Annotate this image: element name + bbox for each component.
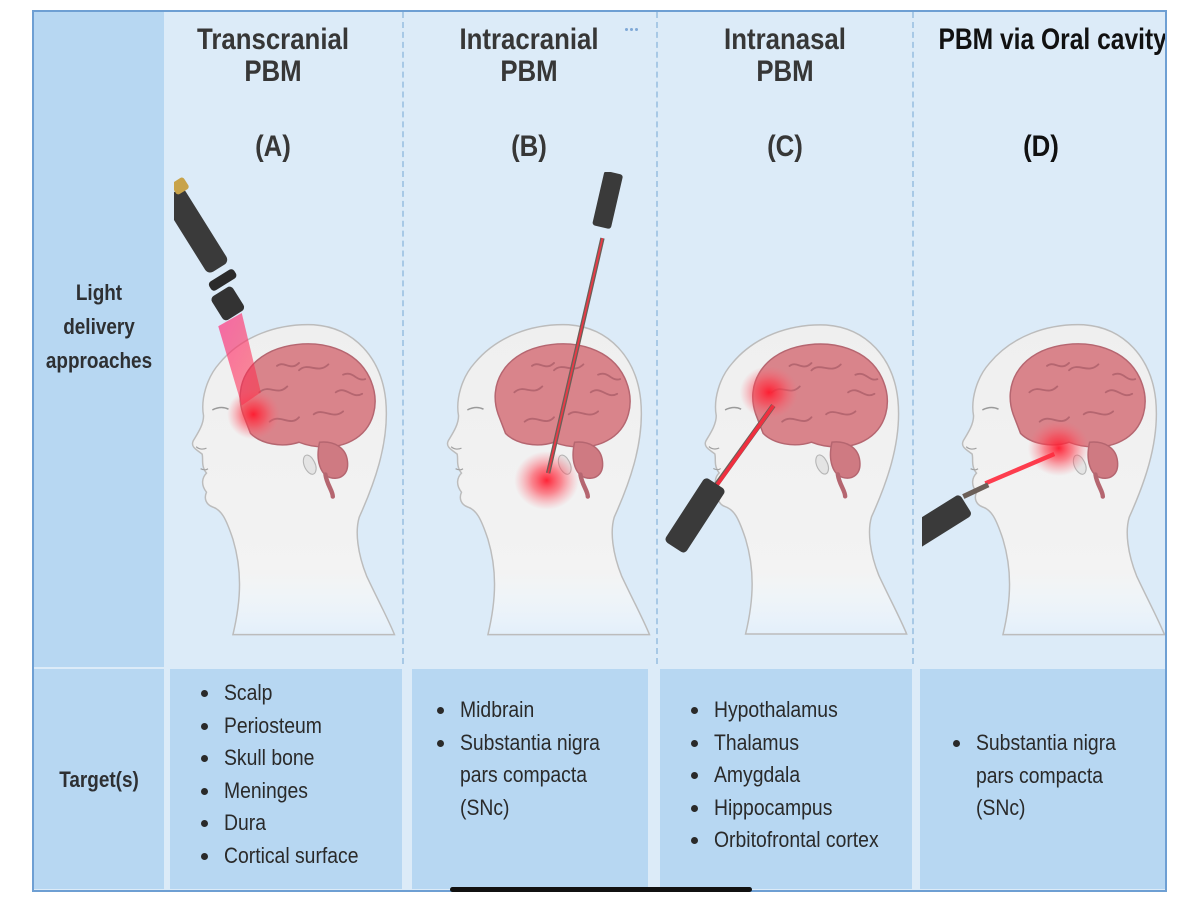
list-item: Scalp	[198, 677, 377, 710]
row-label-targets: Target(s)	[59, 767, 139, 792]
approach-letter-d: (D)	[1023, 130, 1059, 163]
list-item-text: Meninges	[224, 777, 308, 803]
list-item-text: Orbitofrontal cortex	[714, 827, 879, 852]
list-item-text: pars compacta	[976, 762, 1103, 788]
list-item-text: Substantia nigra	[460, 729, 600, 755]
list-item-continuation: pars compacta	[434, 759, 619, 792]
approach-title-c: Intranasal PBM	[678, 23, 893, 89]
approach-letter-a: (A)	[255, 130, 291, 163]
list-item: Hippocampus	[688, 792, 901, 825]
illustration-oral-cavity	[922, 323, 1165, 636]
approach-letter-c: (C)	[767, 130, 803, 163]
list-item-text: Skull bone	[224, 745, 315, 770]
list-item-text: Amygdala	[714, 762, 801, 787]
row-label-line-1: Light	[75, 280, 123, 305]
light-spot	[1027, 420, 1090, 477]
list-item: Cortical surface	[198, 840, 377, 873]
home-indicator-bar[interactable]	[450, 887, 752, 892]
approach-title-a: Transcranial PBM	[166, 23, 381, 89]
illustration-intranasal	[665, 324, 908, 635]
illustration-transcranial	[174, 177, 396, 636]
approach-title-a-line-2: PBM	[244, 55, 302, 89]
lane-divider	[912, 12, 914, 664]
list-item: Amygdala	[688, 759, 901, 792]
approach-title-a-line-1: Transcranial	[196, 23, 350, 56]
target-list-b: Midbrain Substantia nigra pars compacta …	[434, 694, 619, 824]
list-item-continuation: (SNc)	[950, 792, 1135, 825]
list-item: Hypothalamus	[688, 694, 901, 727]
lane-divider	[402, 12, 404, 664]
list-item-continuation: pars compacta	[950, 760, 1135, 793]
list-item-text: Hypothalamus	[714, 697, 838, 722]
list-item-text: Substantia nigra	[976, 730, 1116, 755]
list-item-text: (SNc)	[460, 794, 510, 820]
drag-handle[interactable]	[625, 18, 645, 31]
list-item-text: pars compacta	[460, 762, 587, 787]
row-label-light-delivery: Light delivery approaches	[43, 276, 155, 378]
target-box-a: Scalp Periosteum Skull bone Meninges Dur…	[170, 669, 402, 889]
list-item-text: Thalamus	[714, 729, 800, 755]
approach-title-b-line-2: PBM	[500, 55, 558, 89]
optical-fiber-icon	[665, 404, 776, 553]
list-item-continuation: (SNc)	[434, 792, 619, 825]
light-spot	[514, 451, 579, 510]
list-item-text: (SNc)	[976, 795, 1026, 820]
row-label-line-2: delivery	[63, 314, 135, 340]
list-item-text: Midbrain	[460, 697, 535, 722]
list-item: Substantia nigra	[950, 727, 1135, 760]
target-list-d: Substantia nigra pars compacta (SNc)	[950, 727, 1135, 825]
approach-title-d: PBM via Oral cavity	[938, 23, 1167, 56]
approach-title-c-line-2: PBM	[756, 55, 814, 89]
optical-fiber-icon	[922, 451, 1056, 551]
list-item: Skull bone	[198, 742, 377, 775]
approach-title-b: Intracranial PBM	[422, 23, 637, 89]
list-item-text: Hippocampus	[714, 794, 833, 820]
row-label-box-light-delivery: Light delivery approaches	[34, 12, 164, 667]
list-item: Meninges	[198, 775, 377, 808]
target-box-c: Hypothalamus Thalamus Amygdala Hippocamp…	[660, 669, 912, 889]
approach-title-c-line-1: Intranasal	[724, 23, 846, 56]
target-box-b: Midbrain Substantia nigra pars compacta …	[412, 669, 648, 889]
lane-divider	[656, 12, 658, 664]
list-item-text: Periosteum	[224, 712, 322, 738]
list-item-text: Scalp	[224, 680, 273, 705]
list-item: Substantia nigra	[434, 727, 619, 760]
row-label-line-3: approaches	[45, 348, 153, 374]
pbm-figure: Light delivery approaches Target(s) Tran…	[32, 10, 1167, 892]
list-item: Periosteum	[198, 710, 377, 743]
light-beam	[218, 313, 261, 406]
list-item-text: Dura	[224, 810, 266, 835]
optical-fiber-icon	[545, 172, 623, 474]
approach-title-b-line-1: Intracranial	[459, 23, 599, 56]
row-label-box-targets: Target(s)	[34, 669, 164, 889]
list-item-text: Cortical surface	[224, 842, 359, 868]
approach-title-d-line-1: PBM via Oral cavity	[938, 23, 1167, 56]
approach-letter-b: (B)	[511, 130, 547, 163]
light-spot	[227, 389, 280, 440]
laser-probe-icon	[174, 177, 245, 321]
target-list-c: Hypothalamus Thalamus Amygdala Hippocamp…	[688, 694, 901, 857]
list-item: Orbitofrontal cortex	[688, 824, 901, 857]
target-list-a: Scalp Periosteum Skull bone Meninges Dur…	[198, 677, 377, 872]
light-spot	[739, 365, 799, 419]
target-box-d: Substantia nigra pars compacta (SNc)	[920, 669, 1165, 889]
list-item: Dura	[198, 807, 377, 840]
list-item: Midbrain	[434, 694, 619, 727]
list-item: Thalamus	[688, 727, 901, 760]
illustration-intracranial	[446, 172, 651, 636]
